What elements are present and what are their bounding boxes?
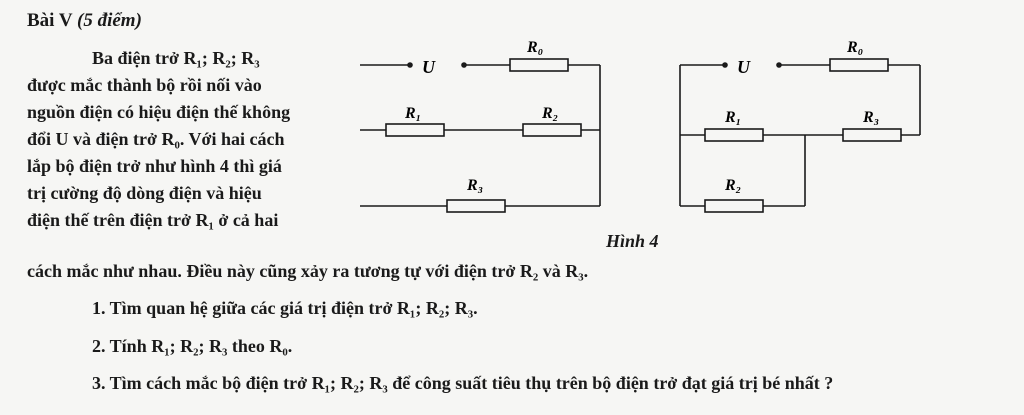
- intro-line-3: nguồn điện có hiệu điện thế không: [27, 102, 291, 122]
- label-r2: R₂: [541, 105, 558, 122]
- question-3: 3. Tìm cách mắc bộ điện trở R₁; R₂; R₃ đ…: [92, 373, 834, 393]
- label-r2-2: R₂: [724, 177, 741, 194]
- intro-line-7: điện thế trên điện trở R₁ ở cả hai: [27, 210, 279, 230]
- intro-line-6: trị cường độ dòng điện và hiệu: [27, 183, 262, 203]
- resistor-r0-2: [829, 58, 889, 72]
- label-r1-2: R₁: [724, 109, 741, 126]
- circuit-diagram-1: U R₀ R₁ R₂ R₃: [360, 39, 601, 213]
- intro-line-2: được mắc thành bộ rồi nối vào: [27, 75, 262, 95]
- resistor-r2-2: [704, 199, 764, 213]
- resistor-r2: [522, 123, 582, 137]
- label-source-u: U: [422, 57, 436, 77]
- intro-line-1: Ba điện trở R₁; R₂; R₃: [92, 48, 260, 68]
- question-1: 1. Tìm quan hệ giữa các giá trị điện trở…: [92, 298, 478, 318]
- terminal-left-2: [722, 62, 728, 68]
- terminal-right-2: [776, 62, 782, 68]
- problem-title: Bài V: [27, 10, 73, 31]
- label-r0-2: R₀: [846, 39, 863, 56]
- resistor-r1-2: [704, 128, 764, 142]
- resistor-r3-2: [842, 128, 902, 142]
- label-r3-2: R₃: [862, 109, 879, 126]
- label-r1: R₁: [404, 105, 421, 122]
- problem-heading: Bài V (5 điểm): [27, 10, 142, 32]
- resistor-r0: [509, 58, 569, 72]
- resistor-r3: [446, 199, 506, 213]
- intro-line-5: lắp bộ điện trở như hình 4 thì giá: [27, 156, 282, 176]
- question-2: 2. Tính R₁; R₂; R₃ theo R₀.: [92, 336, 293, 356]
- label-r0: R₀: [526, 39, 543, 56]
- intro-continuation: cách mắc như nhau. Điều này cũng xảy ra …: [27, 261, 589, 281]
- label-source-u-2: U: [737, 57, 751, 77]
- figure-caption: Hình 4: [606, 231, 659, 251]
- intro-line-4: đổi U và điện trở R₀. Với hai cách: [27, 129, 285, 149]
- circuit-diagram-2: U R₀ R₁ R₃ R₂: [679, 39, 921, 213]
- problem-points: (5 điểm): [77, 10, 142, 31]
- terminal-right: [461, 62, 467, 68]
- terminal-left: [407, 62, 413, 68]
- label-r3: R₃: [466, 177, 483, 194]
- resistor-r1: [385, 123, 445, 137]
